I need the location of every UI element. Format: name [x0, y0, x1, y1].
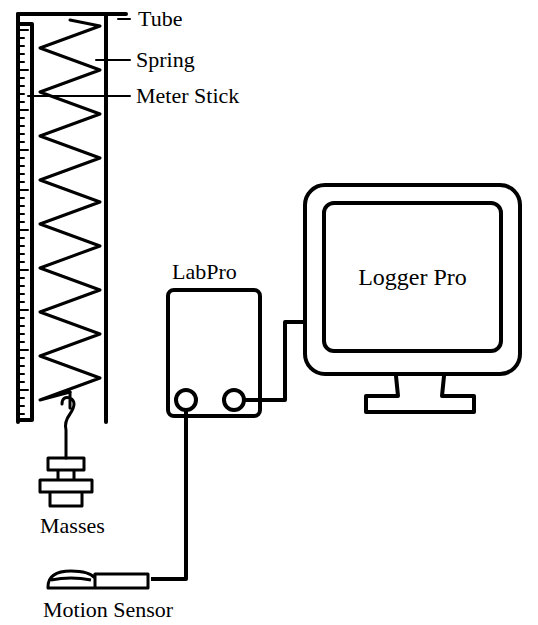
- tick-mark: [18, 373, 24, 375]
- computer-monitor: Logger Pro: [303, 183, 522, 376]
- sensor-name: Motion Sensor: [43, 598, 173, 622]
- tick-mark: [18, 125, 24, 127]
- tick-mark: [18, 253, 24, 255]
- tick-mark: [18, 61, 24, 63]
- tick-mark: [18, 205, 24, 207]
- tick-mark: [18, 117, 24, 119]
- leader-line: [28, 95, 130, 97]
- output-port: [224, 390, 244, 410]
- sensor-shape: [45, 566, 151, 592]
- tick-mark: [18, 133, 24, 135]
- cable-stub: [244, 398, 258, 402]
- part-label: Tube: [138, 7, 182, 31]
- motion-sensor: Motion Sensor: [45, 566, 151, 592]
- leader-line: [118, 18, 130, 20]
- tick-mark: [18, 325, 24, 327]
- tick-mark: [18, 405, 24, 407]
- tick-mark: [18, 45, 24, 47]
- tick-mark: [18, 389, 28, 391]
- mass-stack: [40, 458, 92, 506]
- device-name: LabPro: [172, 260, 237, 284]
- sensor-outline: [48, 571, 148, 588]
- meter-stick-ticks: [18, 30, 28, 414]
- tick-mark: [18, 189, 28, 191]
- tick-mark: [18, 69, 28, 71]
- interface-box: LabPro: [166, 288, 262, 418]
- tick-mark: [18, 301, 24, 303]
- tick-mark: [18, 85, 24, 87]
- tick-mark: [18, 341, 24, 343]
- tick-mark: [18, 173, 24, 175]
- tick-mark: [18, 77, 24, 79]
- tube-wall: [104, 14, 108, 422]
- tick-mark: [18, 181, 24, 183]
- software-name: Logger Pro: [358, 264, 467, 290]
- tick-mark: [18, 213, 24, 215]
- leader-line: [96, 59, 130, 61]
- tick-mark: [18, 221, 24, 223]
- tick-mark: [18, 37, 24, 39]
- monitor-screen: Logger Pro: [322, 201, 503, 353]
- tick-mark: [18, 413, 24, 415]
- tick-mark: [18, 261, 24, 263]
- input-port: [176, 390, 196, 410]
- tick-mark: [18, 245, 24, 247]
- spring-coil: [40, 20, 100, 400]
- tick-mark: [18, 109, 28, 111]
- cable: [262, 322, 303, 400]
- tick-mark: [18, 349, 28, 351]
- tick-mark: [18, 53, 24, 55]
- tick-mark: [18, 397, 24, 399]
- tick-mark: [18, 309, 28, 311]
- tick-mark: [18, 165, 24, 167]
- tube-top: [18, 12, 126, 16]
- mass-label: Masses: [40, 514, 105, 538]
- tick-mark: [18, 237, 24, 239]
- tick-mark: [18, 93, 24, 95]
- tick-mark: [18, 357, 24, 359]
- part-label: Meter Stick: [136, 84, 239, 108]
- tick-mark: [18, 269, 28, 271]
- tick-mark: [18, 197, 24, 199]
- tick-mark: [18, 293, 24, 295]
- tick-mark: [18, 149, 28, 151]
- tick-mark: [18, 141, 24, 143]
- monitor-stand: [366, 376, 474, 412]
- tick-mark: [18, 277, 24, 279]
- tick-mark: [18, 29, 28, 31]
- tick-mark: [18, 157, 24, 159]
- tick-mark: [18, 317, 24, 319]
- hook: [62, 392, 74, 458]
- tick-mark: [18, 101, 24, 103]
- tick-mark: [18, 285, 24, 287]
- tick-mark: [18, 365, 24, 367]
- tick-mark: [18, 229, 28, 231]
- part-label: Spring: [136, 48, 195, 72]
- tick-mark: [18, 333, 24, 335]
- tick-mark: [18, 381, 24, 383]
- meter-stick: [18, 24, 32, 420]
- cable: [151, 418, 186, 579]
